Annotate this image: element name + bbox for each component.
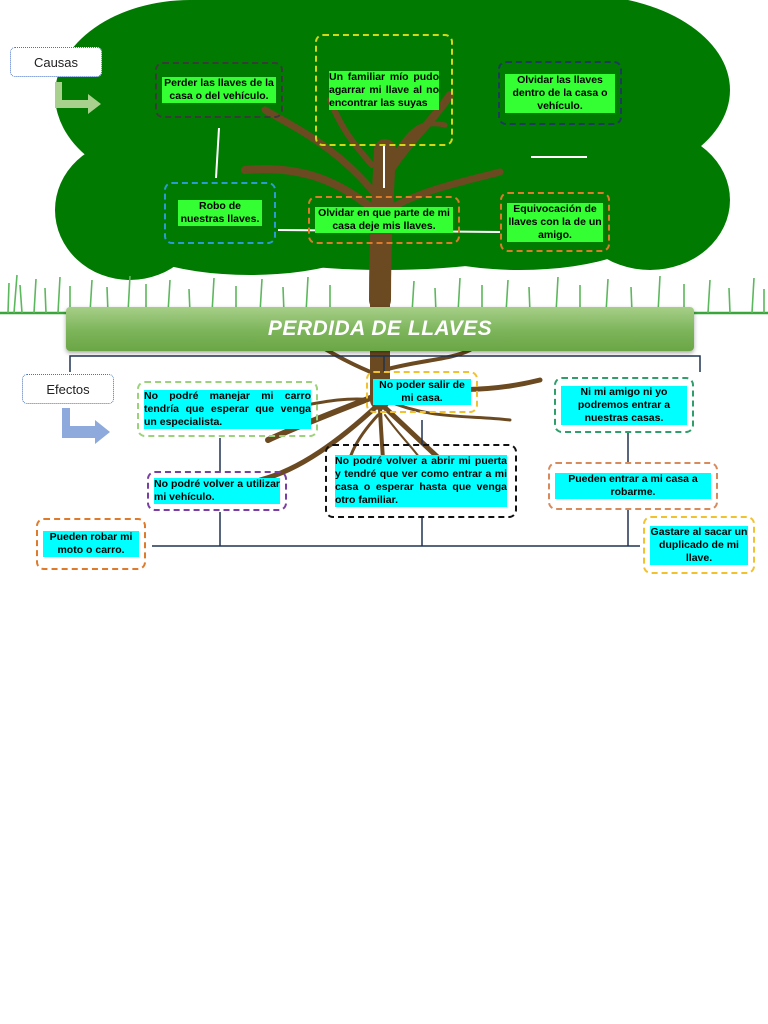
effect-connectors [69,355,701,547]
causes-label: Causas [10,47,102,77]
cause-box-4: Robo de nuestras llaves. [164,182,276,244]
effect-text-5: No podré volver a abrir mi puerta y tend… [335,455,507,507]
effects-arrow-icon [62,408,110,444]
cause-box-5: Olvidar en que parte de mi casa deje mis… [308,196,460,244]
effects-label: Efectos [22,374,114,404]
title-banner: PERDIDA DE LLAVES [66,307,694,351]
effect-text-1: No podré manejar mi carro tendría que es… [144,389,311,429]
effect-box-8: Gastare al sacar un duplicado de mi llav… [643,516,755,574]
cause-box-6: Equivocación de llaves con la de un amig… [500,192,610,252]
effect-text-3: Ni mi amigo ni yo podremos entrar a nues… [561,385,687,425]
effect-box-6: Pueden entrar a mi casa a robarme. [548,462,718,510]
causes-arrow-icon [55,82,101,114]
effect-text-4: No podré volver a utilizar mi vehículo. [154,478,280,504]
effect-box-5: No podré volver a abrir mi puerta y tend… [325,444,517,518]
effect-text-7: Pueden robar mi moto o carro. [43,531,139,557]
cause-text-1: Perder las llaves de la casa o del vehíc… [162,77,276,103]
cause-text-6: Equivocación de llaves con la de un amig… [507,202,603,242]
effect-box-3: Ni mi amigo ni yo podremos entrar a nues… [554,377,694,433]
cause-text-2: Un familiar mío pudo agarrar mi llave al… [329,70,439,110]
effect-text-2: No poder salir de mi casa. [373,379,471,405]
effect-box-4: No podré volver a utilizar mi vehículo. [147,471,287,511]
cause-box-1: Perder las llaves de la casa o del vehíc… [155,62,283,118]
cause-text-4: Robo de nuestras llaves. [178,200,262,226]
cause-text-5: Olvidar en que parte de mi casa deje mis… [315,207,453,233]
diagram-title: PERDIDA DE LLAVES [267,317,493,340]
cause-box-2: Un familiar mío pudo agarrar mi llave al… [315,34,453,146]
effect-box-2: No poder salir de mi casa. [366,371,478,413]
cause-box-3: Olvidar las llaves dentro de la casa o v… [498,61,622,125]
effect-box-7: Pueden robar mi moto o carro. [36,518,146,570]
effect-text-8: Gastare al sacar un duplicado de mi llav… [650,525,748,565]
cause-text-3: Olvidar las llaves dentro de la casa o v… [505,73,615,113]
effect-box-1: No podré manejar mi carro tendría que es… [137,381,318,437]
effect-text-6: Pueden entrar a mi casa a robarme. [555,473,711,499]
